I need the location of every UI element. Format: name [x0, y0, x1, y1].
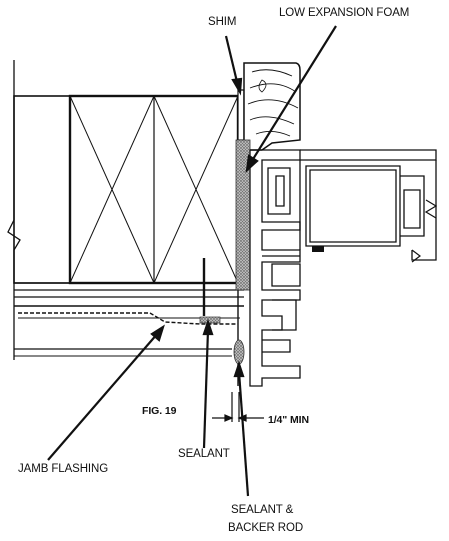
shim-wedge	[237, 89, 245, 141]
sealant-label: SEALANT	[178, 448, 230, 460]
figure-label: FIG. 19	[142, 405, 177, 417]
dimension-quarter-min	[212, 392, 264, 422]
foam-label: LOW EXPANSION FOAM	[279, 7, 410, 19]
sealant-bead	[199, 316, 221, 324]
shim-label: SHIM	[208, 16, 237, 28]
right-break-lines	[411, 199, 438, 263]
sealant-backer-label-line2: BACKER ROD	[228, 522, 304, 534]
leader-lines	[47, 25, 337, 497]
framing-member	[13, 94, 240, 285]
jamb-flashing-label: JAMB FLASHING	[18, 463, 109, 475]
wood-trim	[243, 62, 301, 151]
glazing-gasket	[312, 246, 324, 252]
backer-rod	[233, 339, 245, 365]
min-gap-label: 1/4" MIN	[268, 414, 309, 426]
window-frame-extrusion	[249, 149, 437, 387]
jamb-flashing-line	[18, 312, 238, 325]
sealant-backer-label-line1: SEALANT &	[231, 504, 294, 516]
